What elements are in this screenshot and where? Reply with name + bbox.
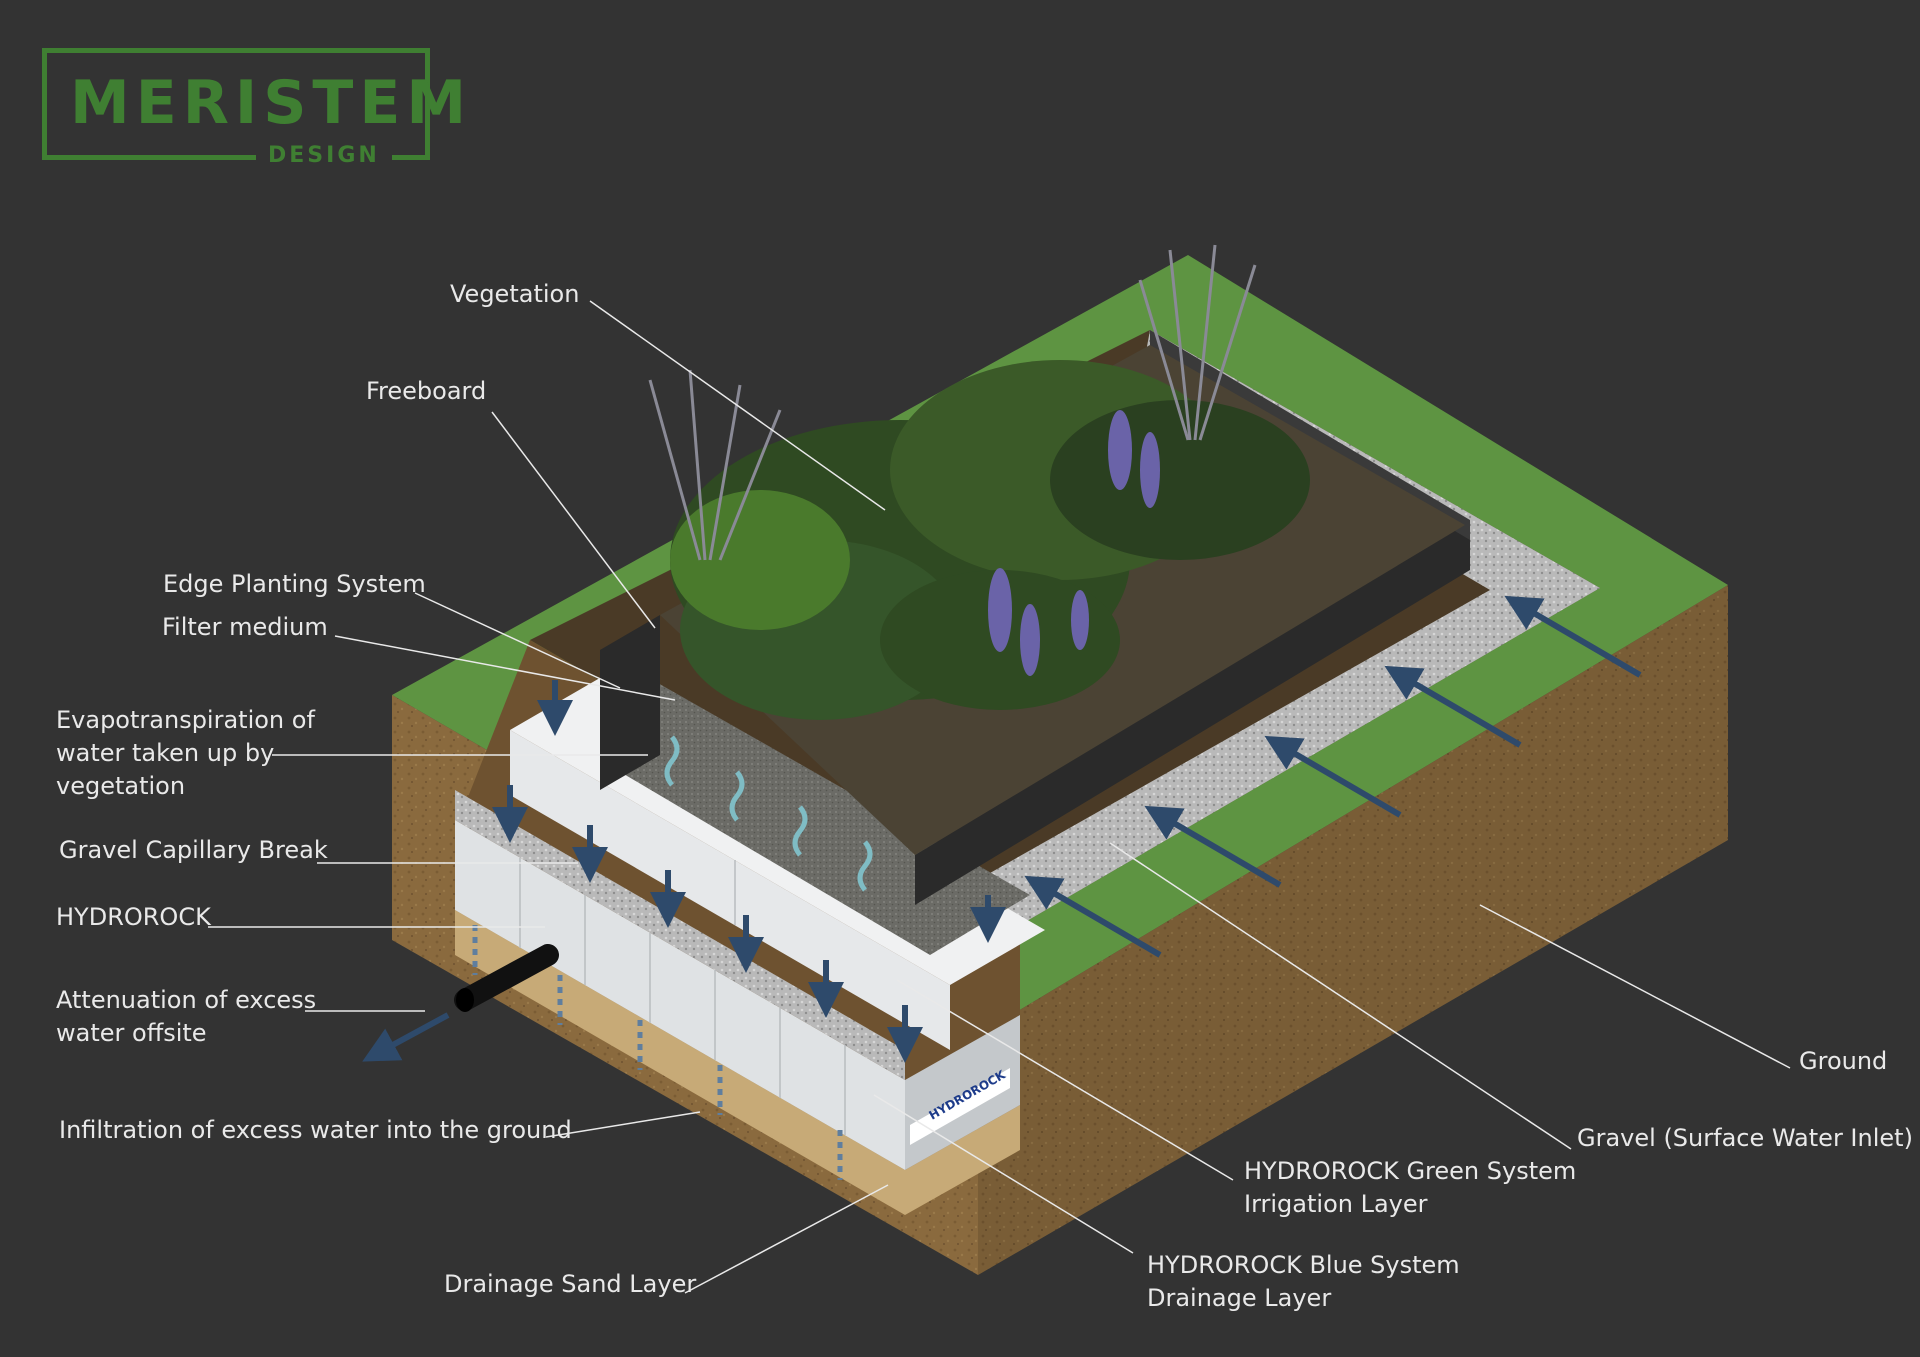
label-green-system-line1: HYDROROCK Green System: [1244, 1157, 1577, 1185]
label-blue-system: HYDROROCK Blue System Drainage Layer: [1147, 1249, 1460, 1315]
label-blue-system-line1: HYDROROCK Blue System: [1147, 1251, 1460, 1279]
hydrorock-blue-front: [455, 820, 905, 1170]
outflow-arrow-icon: [362, 1012, 450, 1062]
inlet-arrow-icon: [1024, 595, 1642, 958]
logo-text: MERISTEM: [70, 68, 473, 138]
vegetation: [648, 244, 1310, 720]
label-filter-medium: Filter medium: [162, 613, 328, 641]
label-attenuation-line1: Attenuation of excess: [56, 986, 317, 1014]
label-evapotranspiration-line1: Evapotranspiration of: [56, 706, 315, 734]
vapor-arrow-icon: [664, 735, 873, 892]
label-evapotranspiration-line2: water taken up by: [56, 739, 275, 767]
logo-subtext: DESIGN: [256, 143, 392, 168]
label-attenuation: Attenuation of excess water offsite: [56, 984, 316, 1050]
infiltration-arrows: [472, 925, 843, 1180]
label-gravel-capillary: Gravel Capillary Break: [59, 836, 328, 864]
label-edge-planting: Edge Planting System: [163, 570, 426, 598]
label-drainage-sand: Drainage Sand Layer: [444, 1270, 697, 1298]
label-blue-system-line2: Drainage Layer: [1147, 1284, 1332, 1312]
logo-frame: [42, 48, 430, 160]
label-vegetation: Vegetation: [450, 280, 580, 308]
label-evapotranspiration: Evapotranspiration of water taken up by …: [56, 704, 315, 803]
hydrorock-green-front: [510, 730, 950, 1050]
label-attenuation-line2: water offsite: [56, 1019, 207, 1047]
edge-plate-back: [600, 615, 660, 790]
label-green-system-line2: Irrigation Layer: [1244, 1190, 1428, 1218]
edge-plate-right: [915, 520, 1470, 905]
label-gravel-inlet: Gravel (Surface Water Inlet): [1577, 1124, 1913, 1152]
label-freeboard: Freeboard: [366, 377, 487, 405]
block-seams: [519, 858, 846, 1135]
down-arrow-icon: [492, 680, 1006, 1063]
label-infiltration: Infiltration of excess water into the gr…: [59, 1116, 572, 1144]
ground-right-shade: [978, 585, 1728, 1275]
label-ground: Ground: [1799, 1047, 1888, 1075]
label-evapotranspiration-line3: vegetation: [56, 772, 186, 800]
pipe-icon: [454, 944, 559, 1012]
label-green-system: HYDROROCK Green System Irrigation Layer: [1244, 1155, 1576, 1221]
leader-lines: [208, 300, 1791, 1294]
ground-right-face: [978, 585, 1728, 1275]
label-hydrorock: HYDROROCK: [56, 903, 211, 931]
